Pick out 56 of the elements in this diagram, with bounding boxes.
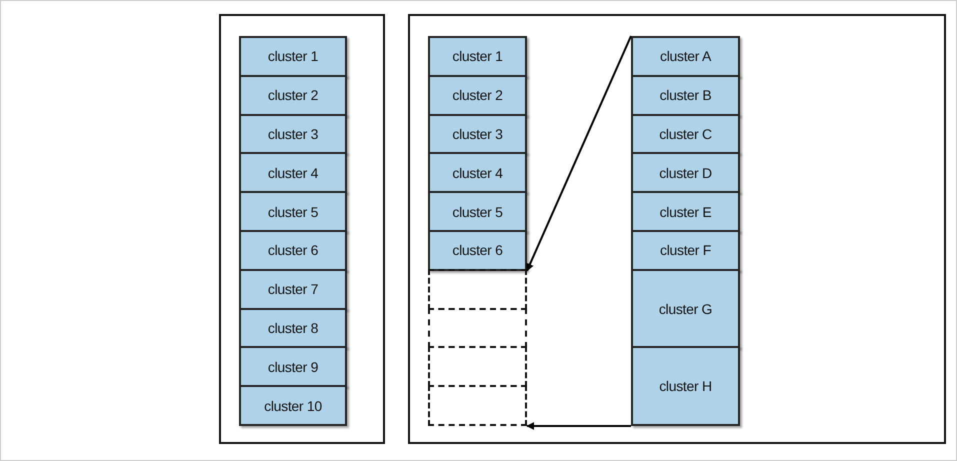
cluster-box — [428, 152, 527, 194]
cluster-label: cluster 7 — [268, 281, 318, 298]
empty-slot-box — [428, 346, 527, 388]
cluster-label: cluster 1 — [268, 48, 318, 64]
cluster-label: cluster 4 — [452, 164, 503, 181]
panel-frame — [408, 14, 946, 444]
cluster-box — [631, 191, 740, 232]
cluster-label: cluster 6 — [452, 242, 503, 258]
cluster-label: cluster 2 — [452, 87, 503, 104]
cluster-label: cluster G — [658, 300, 712, 317]
cluster-box — [239, 346, 347, 388]
cluster-box — [239, 230, 347, 271]
cluster-box — [239, 385, 347, 426]
cluster-label: cluster 3 — [268, 126, 318, 142]
cluster-box — [428, 114, 527, 154]
cluster-box — [631, 74, 740, 116]
arrow — [526, 36, 632, 272]
cluster-label: cluster 3 — [452, 126, 503, 142]
cluster-label: cluster B — [660, 87, 712, 104]
cluster-box — [239, 268, 347, 310]
panel-frame — [219, 14, 385, 444]
cluster-box — [239, 152, 347, 194]
cluster-label: cluster C — [659, 126, 712, 142]
empty-slot-box — [428, 385, 527, 426]
cluster-box — [631, 36, 740, 77]
cluster-box — [239, 191, 347, 232]
cluster-label: cluster D — [659, 164, 712, 181]
cluster-box — [428, 230, 527, 271]
cluster-box — [631, 230, 740, 271]
cluster-label: cluster 2 — [268, 87, 318, 104]
cluster-label: cluster 5 — [452, 204, 503, 220]
cluster-label: cluster 10 — [264, 398, 322, 414]
cluster-label: cluster 6 — [268, 242, 318, 258]
arrow — [526, 422, 631, 430]
cluster-box — [631, 346, 740, 426]
cluster-label: cluster E — [660, 204, 712, 220]
cluster-label: cluster 4 — [268, 164, 318, 181]
cluster-box — [631, 114, 740, 154]
cluster-label: cluster H — [659, 378, 712, 394]
cluster-box — [428, 74, 527, 116]
cluster-label: cluster A — [660, 48, 711, 64]
cluster-label: cluster 9 — [268, 358, 318, 375]
cluster-box — [239, 74, 347, 116]
cluster-box — [631, 152, 740, 194]
cluster-label: cluster F — [660, 242, 711, 258]
cluster-box — [428, 36, 527, 77]
cluster-label: cluster 8 — [268, 320, 318, 336]
empty-slot-box — [428, 308, 527, 348]
cluster-box — [631, 268, 740, 348]
cluster-box — [239, 36, 347, 77]
cluster-box — [428, 191, 527, 232]
cluster-box — [239, 114, 347, 154]
cluster-box — [239, 308, 347, 348]
empty-slot-box — [428, 268, 527, 310]
cluster-label: cluster 1 — [452, 48, 503, 64]
cluster-label: cluster 5 — [268, 204, 318, 220]
